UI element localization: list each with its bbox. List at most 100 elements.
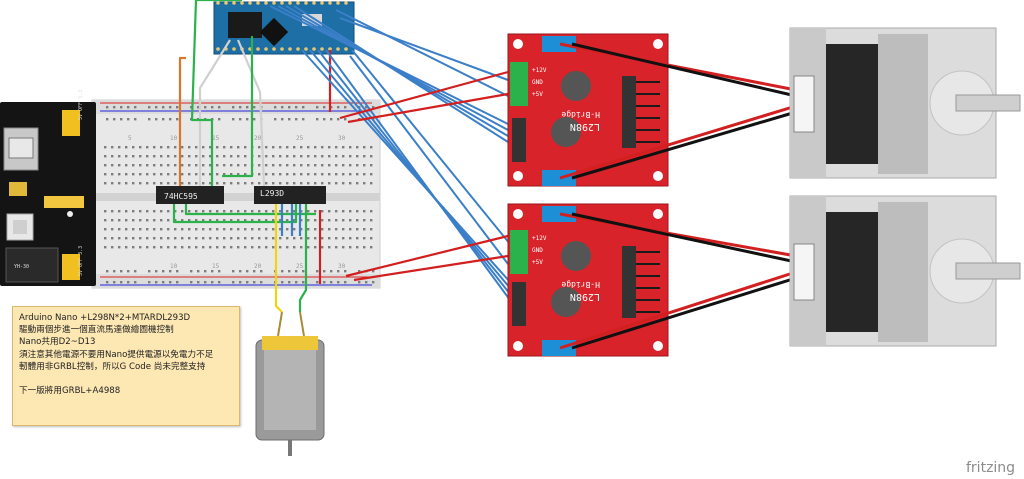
breadboard-hole [363, 173, 366, 176]
breadboard-hole [153, 246, 156, 249]
breadboard-hole [230, 237, 233, 240]
breadboard-hole [230, 164, 233, 167]
chip-label: 74HC595 [164, 192, 198, 201]
breadboard-hole [209, 155, 212, 158]
breadboard-hole [216, 219, 219, 222]
breadboard-hole [104, 228, 107, 231]
breadboard-hole [111, 228, 114, 231]
breadboard-hole [104, 146, 107, 149]
breadboard-hole [223, 173, 226, 176]
breadboard-hole [279, 237, 282, 240]
breadboard-rail-hole [190, 270, 193, 273]
breadboard-hole [293, 164, 296, 167]
breadboard-hole [300, 155, 303, 158]
breadboard-hole [356, 237, 359, 240]
breadboard-rail-hole [274, 118, 277, 121]
breadboard-hole [328, 164, 331, 167]
breadboard-hole [328, 219, 331, 222]
breadboard-hole [202, 219, 205, 222]
breadboard-rail-hole [120, 118, 123, 121]
breadboard-hole [139, 228, 142, 231]
breadboard-hole [139, 164, 142, 167]
nano-pin [256, 47, 260, 51]
breadboard-hole [195, 219, 198, 222]
breadboard-hole [335, 155, 338, 158]
breadboard-rail-hole [344, 270, 347, 273]
breadboard-hole [188, 237, 191, 240]
breadboard-rail-hole [358, 270, 361, 273]
breadboard-hole [328, 146, 331, 149]
bb-num: 25 [296, 135, 304, 142]
breadboard-hole [160, 210, 163, 213]
breadboard-hole [139, 246, 142, 249]
pin-12v: +12V [532, 235, 547, 242]
breadboard-hole [160, 237, 163, 240]
nano-pin [272, 47, 276, 51]
breadboard-hole [244, 173, 247, 176]
breadboard-hole [104, 210, 107, 213]
breadboard-hole [188, 146, 191, 149]
breadboard-rail-hole [204, 270, 207, 273]
breadboard-hole [321, 155, 324, 158]
breadboard-rail-hole [288, 270, 291, 273]
breadboard-hole [111, 173, 114, 176]
breadboard-hole [146, 182, 149, 185]
breadboard-hole [104, 237, 107, 240]
breadboard-hole [223, 219, 226, 222]
breadboard-hole [349, 155, 352, 158]
breadboard-hole [160, 173, 163, 176]
breadboard-hole [244, 146, 247, 149]
breadboard-hole [244, 237, 247, 240]
breadboard-hole [111, 182, 114, 185]
breadboard-hole [104, 219, 107, 222]
nano-pin [288, 1, 292, 5]
breadboard-hole [188, 182, 191, 185]
breadboard-hole [314, 246, 317, 249]
breadboard-rail-hole [302, 270, 305, 273]
breadboard-hole [209, 210, 212, 213]
breadboard-hole [349, 173, 352, 176]
breadboard-rail-hole [134, 270, 137, 273]
breadboard-hole [265, 210, 268, 213]
nano-pin [264, 1, 268, 5]
breadboard-hole [321, 219, 324, 222]
nano-pin [216, 1, 220, 5]
breadboard-hole [230, 219, 233, 222]
breadboard-rail-hole [274, 106, 277, 109]
breadboard-rail-hole [302, 106, 305, 109]
breadboard-hole [356, 219, 359, 222]
breadboard-hole [174, 219, 177, 222]
nano-pin [216, 47, 220, 51]
breadboard-hole [167, 155, 170, 158]
breadboard-hole [132, 155, 135, 158]
breadboard-hole [167, 173, 170, 176]
breadboard-hole [160, 155, 163, 158]
breadboard-rail-hole [253, 118, 256, 121]
breadboard-hole [132, 237, 135, 240]
breadboard-hole [209, 146, 212, 149]
driver-sub: H-Bridge [561, 110, 600, 119]
breadboard-hole [363, 228, 366, 231]
driver-model: L298N [570, 291, 600, 302]
bb-num: 25 [296, 263, 304, 270]
breadboard-rail-hole [239, 118, 242, 121]
breadboard-hole [335, 164, 338, 167]
l298n-driver-2: +12V GND +5V L298N H-Bridge [507, 203, 669, 357]
breadboard-hole [314, 146, 317, 149]
breadboard-hole [272, 155, 275, 158]
breadboard-rail-hole [260, 281, 263, 284]
breadboard-rail-hole [323, 106, 326, 109]
breadboard-hole [300, 182, 303, 185]
bb-num: 20 [254, 263, 262, 270]
breadboard-hole [188, 155, 191, 158]
breadboard-hole [195, 164, 198, 167]
breadboard-hole [335, 246, 338, 249]
breadboard-hole [279, 155, 282, 158]
breadboard-hole [139, 146, 142, 149]
breadboard-rail-hole [232, 106, 235, 109]
power-label-bottom: 5V OFF 3.3 [78, 246, 84, 276]
breadboard-hole [167, 164, 170, 167]
breadboard-hole [370, 155, 373, 158]
bb-num: 15 [212, 135, 220, 142]
breadboard-hole [125, 155, 128, 158]
